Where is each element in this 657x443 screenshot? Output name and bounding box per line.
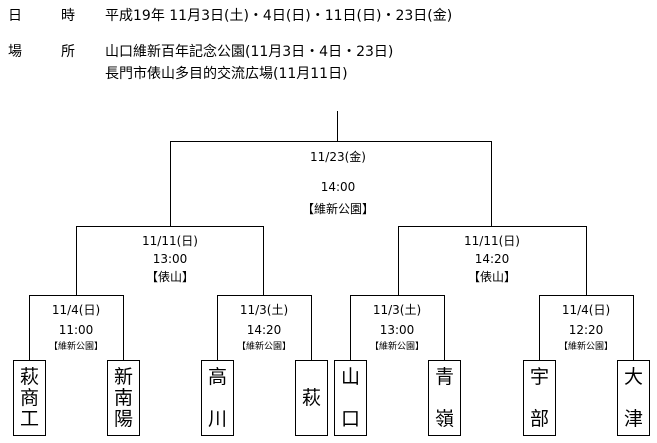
r1-3-venue: 【維新公園】 bbox=[369, 342, 424, 352]
team-char: 新 bbox=[113, 366, 133, 388]
team-char: 高 bbox=[207, 366, 227, 388]
r1-3-date: 11/3(土) bbox=[372, 303, 422, 317]
bracket-line-r1-2-left bbox=[217, 295, 218, 361]
bracket-line-r1-1-right bbox=[123, 295, 124, 361]
r1-4-time: 12:20 bbox=[568, 323, 604, 337]
team-box-hagi: 萩 bbox=[295, 360, 328, 436]
team-char: 津 bbox=[623, 408, 643, 430]
date-label-char-1: 日 bbox=[8, 8, 22, 24]
r1-4-venue: 【維新公園】 bbox=[558, 342, 613, 352]
team-box-hagi-shoko: 萩 商 工 bbox=[13, 360, 46, 436]
bracket-line-champion bbox=[337, 111, 338, 141]
team-char: 宇 bbox=[529, 366, 549, 388]
bracket-line-r1-2-right bbox=[311, 295, 312, 361]
bracket-line-r1-4-left bbox=[539, 295, 540, 361]
semi-2-time: 14:20 bbox=[474, 252, 510, 266]
team-char: 陽 bbox=[113, 408, 133, 430]
team-box-otsu: 大 津 bbox=[617, 360, 650, 436]
r1-1-venue: 【維新公園】 bbox=[48, 342, 103, 352]
team-char: 萩 bbox=[301, 387, 321, 409]
bracket-line-r1-2-top bbox=[217, 295, 311, 296]
bracket-line-semi-1-top bbox=[76, 226, 263, 227]
place-line-1: 山口維新百年記念公園(11月3日・4日・23日) bbox=[105, 44, 394, 60]
bracket-line-semi-1-left bbox=[76, 226, 77, 296]
semi-2-venue: 【俵山】 bbox=[467, 270, 516, 284]
bracket-line-r1-4-right bbox=[633, 295, 634, 361]
bracket-line-final-right bbox=[491, 141, 492, 227]
team-char: 商 bbox=[19, 387, 39, 409]
final-venue: 【維新公園】 bbox=[301, 202, 374, 216]
bracket-line-r1-3-left bbox=[350, 295, 351, 361]
team-char: 部 bbox=[529, 408, 549, 430]
team-char: 萩 bbox=[19, 366, 39, 388]
team-char: 嶺 bbox=[434, 408, 454, 430]
final-date: 11/23(金) bbox=[310, 150, 366, 164]
team-box-shin-nanyo: 新 南 陽 bbox=[107, 360, 140, 436]
bracket-line-final-left bbox=[170, 141, 171, 227]
bracket-line-r1-4-top bbox=[539, 295, 634, 296]
bracket-line-semi-2-left bbox=[398, 226, 399, 296]
bracket-line-final-top bbox=[170, 141, 491, 142]
team-char: 川 bbox=[207, 408, 227, 430]
semi-1-venue: 【俵山】 bbox=[145, 270, 194, 284]
place-label-char-2: 所 bbox=[61, 44, 75, 60]
r1-1-time: 11:00 bbox=[58, 323, 94, 337]
r1-2-venue: 【維新公園】 bbox=[236, 342, 291, 352]
semi-1-time: 13:00 bbox=[152, 252, 188, 266]
bracket-line-r1-1-left bbox=[29, 295, 30, 361]
bracket-line-semi-1-right bbox=[263, 226, 264, 296]
bracket-line-r1-3-top bbox=[350, 295, 445, 296]
team-char: 南 bbox=[113, 387, 133, 409]
r1-2-time: 14:20 bbox=[246, 323, 282, 337]
bracket-line-r1-1-top bbox=[29, 295, 124, 296]
r1-1-date: 11/4(日) bbox=[51, 303, 101, 317]
bracket-line-semi-2-right bbox=[586, 226, 587, 296]
semi-2-date: 11/11(日) bbox=[464, 234, 520, 248]
team-box-yamaguchi: 山 口 bbox=[334, 360, 367, 436]
team-char: 口 bbox=[340, 408, 360, 430]
team-char: 青 bbox=[434, 366, 454, 388]
team-char: 大 bbox=[623, 366, 643, 388]
date-value: 平成19年 11月3日(土)・4日(日)・11日(日)・23日(金) bbox=[105, 8, 453, 24]
team-char: 山 bbox=[340, 366, 360, 388]
semi-1-date: 11/11(日) bbox=[142, 234, 198, 248]
team-char: 工 bbox=[19, 408, 39, 430]
team-box-takagawa: 高 川 bbox=[201, 360, 234, 436]
r1-3-time: 13:00 bbox=[379, 323, 415, 337]
date-label-char-2: 時 bbox=[61, 8, 75, 24]
bracket-line-r1-3-right bbox=[444, 295, 445, 361]
team-box-seiryo: 青 嶺 bbox=[428, 360, 461, 436]
team-box-ube: 宇 部 bbox=[523, 360, 556, 436]
place-line-2: 長門市俵山多目的交流広場(11月11日) bbox=[105, 66, 348, 82]
place-label-char-1: 場 bbox=[8, 44, 22, 60]
r1-4-date: 11/4(日) bbox=[561, 303, 611, 317]
bracket-line-semi-2-top bbox=[398, 226, 586, 227]
r1-2-date: 11/3(土) bbox=[239, 303, 289, 317]
final-time: 14:00 bbox=[320, 180, 356, 194]
